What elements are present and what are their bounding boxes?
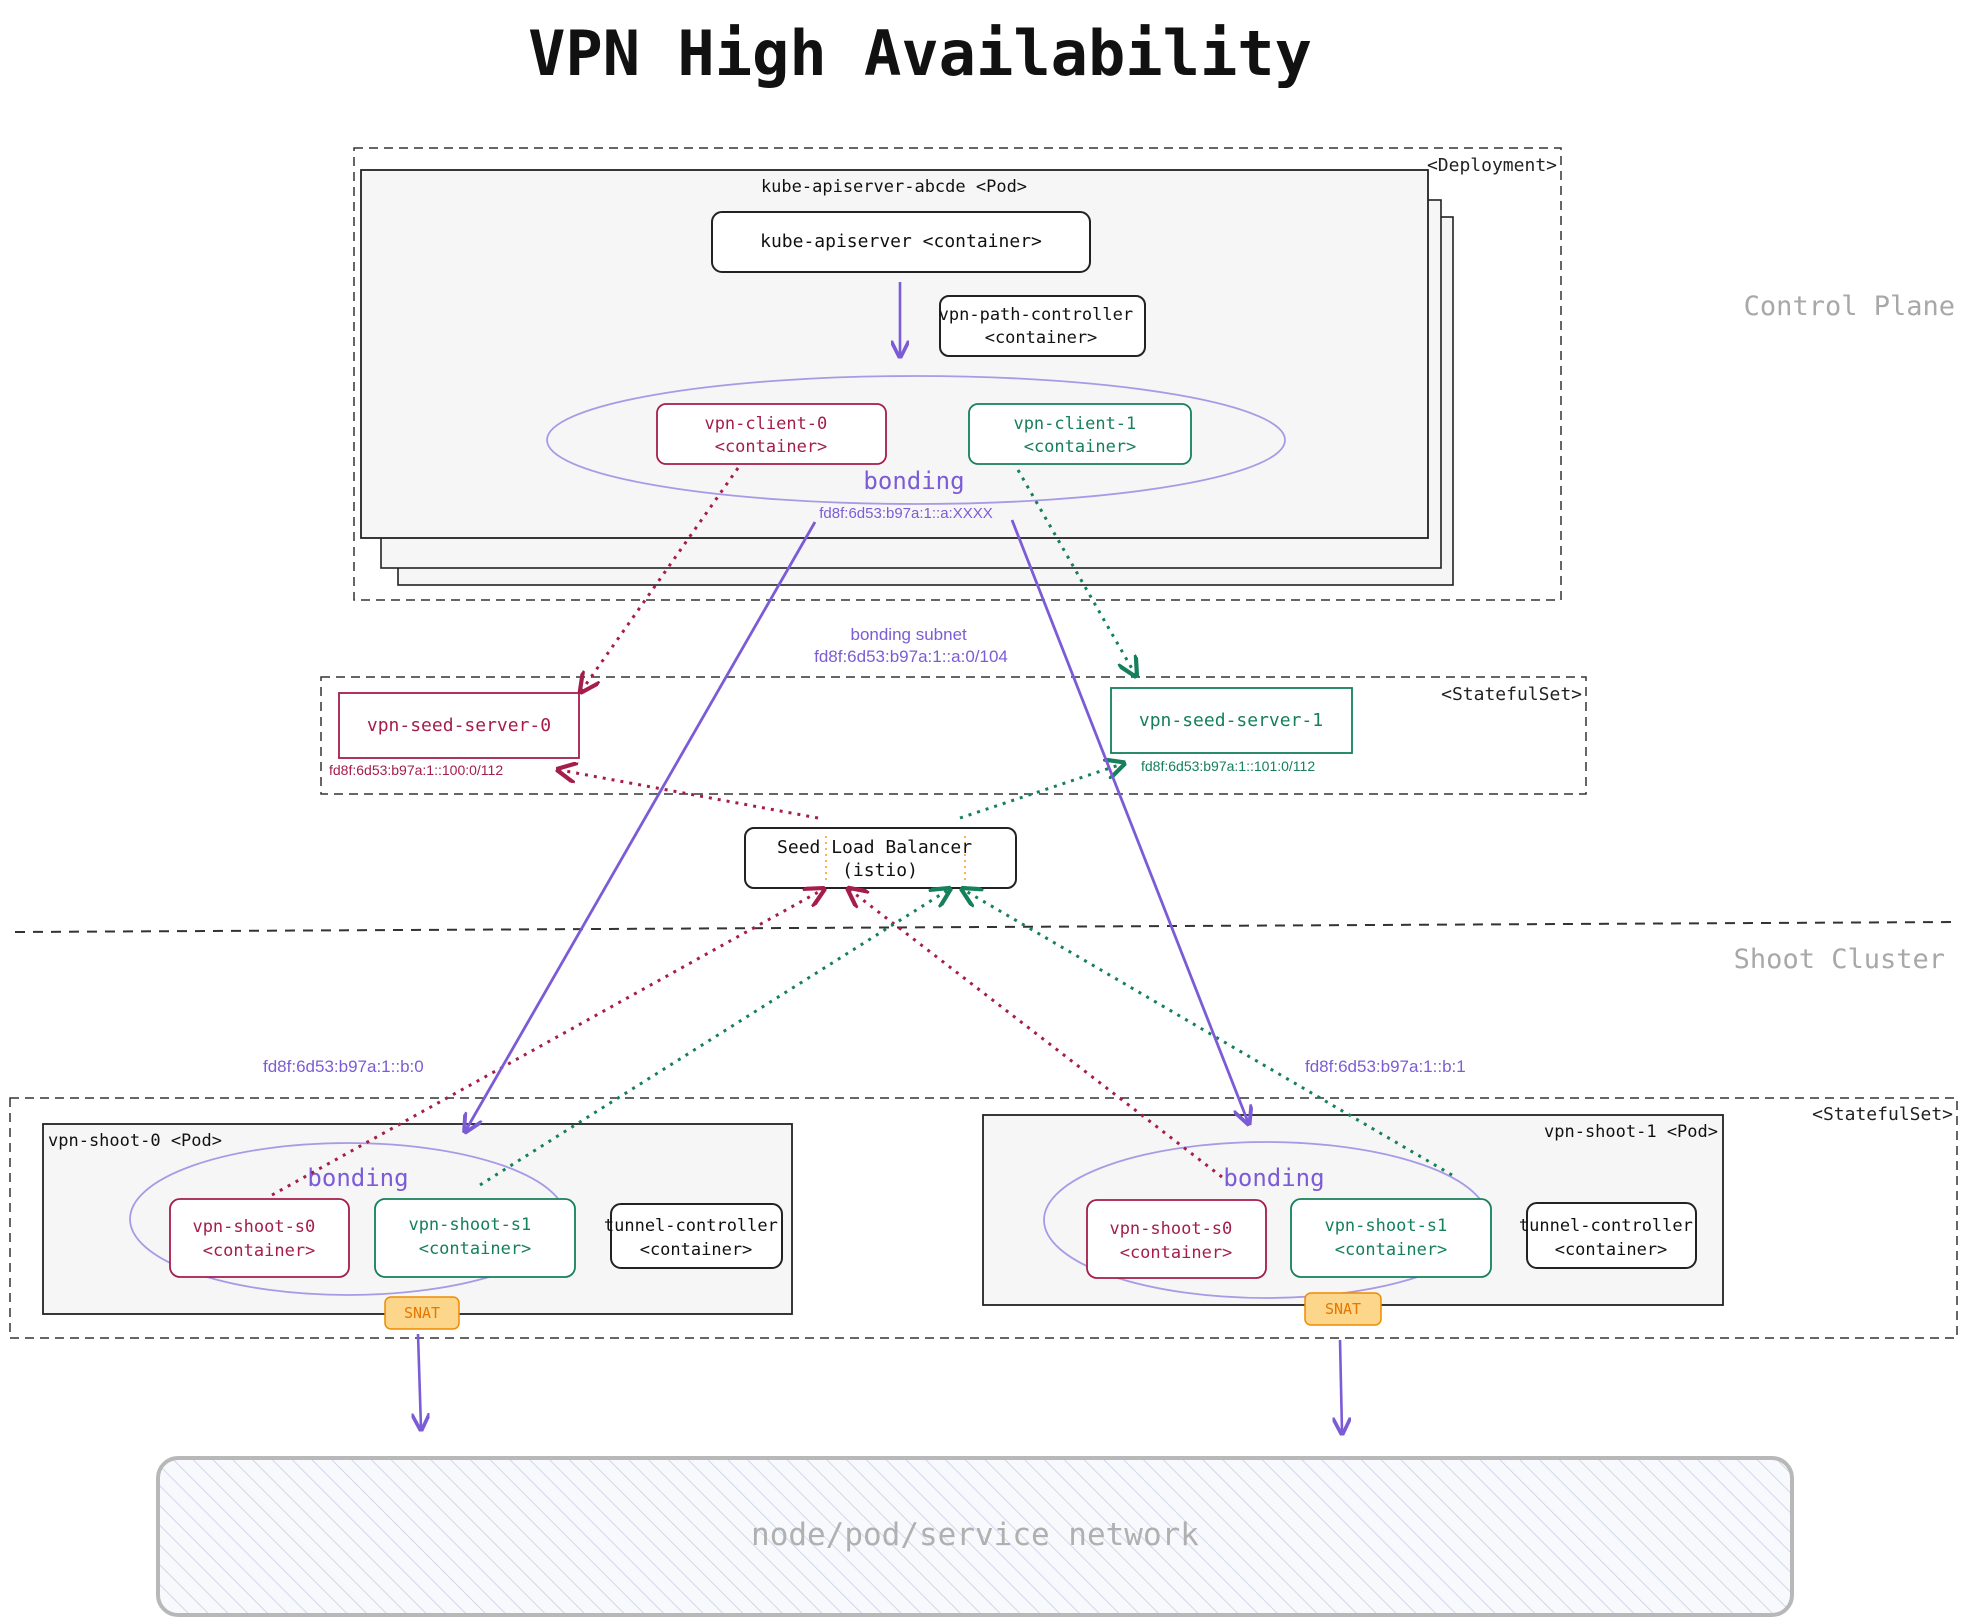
deployment-tag: <Deployment>: [1427, 155, 1557, 176]
seed-load-balancer-line2: (istio): [842, 860, 918, 881]
vpn-client-0-line1: vpn-client-0: [704, 414, 827, 434]
vpn-shoot-0-s1-container[interactable]: [374, 1198, 576, 1278]
bonding-subnet-cidr: fd8f:6d53:b97a:1::a:0/104: [814, 647, 1008, 666]
vpn-client-0-label: vpn-client-0 <container>: [704, 414, 837, 457]
seed-load-balancer[interactable]: [744, 827, 1017, 889]
vpn-shoot-0-s0-container[interactable]: [169, 1198, 350, 1278]
vpn-seed-server-1-label: vpn-seed-server-1: [1139, 710, 1323, 731]
shoot0-s1-to-lb-link: [479, 890, 948, 1187]
seed-statefulset-tag: <StatefulSet>: [1441, 684, 1582, 705]
vpn-seed-server-1-subnet: fd8f:6d53:b97a:1::101:0/112: [1141, 758, 1315, 774]
kube-apiserver-container-label: kube-apiserver <container>: [760, 231, 1042, 252]
lb-to-seed-server-1-link: [959, 764, 1122, 820]
vpn-seed-server-0-subnet: fd8f:6d53:b97a:1::100:0/112: [329, 762, 503, 778]
vpn-client-1-label: vpn-client-1 <container>: [1013, 414, 1146, 457]
vpn-shoot-0-pod-label: vpn-shoot-0 <Pod>: [48, 1131, 222, 1151]
vpn-shoot-0-tunnel-controller-line2: <container>: [640, 1240, 753, 1260]
vpn-seed-server-0-label: vpn-seed-server-0: [367, 715, 551, 736]
vpn-shoot-0-tunnel-controller-line1: tunnel-controller: [604, 1216, 778, 1236]
vpn-shoot-0-address: fd8f:6d53:b97a:1::b:0: [263, 1057, 424, 1076]
diagram-title: VPN High Availability: [528, 17, 1312, 90]
vpn-shoot-0-s0-label: vpn-shoot-s0 <container>: [192, 1217, 325, 1261]
vpn-shoot-1-address: fd8f:6d53:b97a:1::b:1: [1305, 1057, 1466, 1076]
snat-0-to-network-arrow: [418, 1333, 421, 1428]
vpn-seed-server-0[interactable]: [338, 692, 580, 759]
vpn-client-1-line2: <container>: [1024, 437, 1137, 457]
vpn-shoot-1-tunnel-controller-line1: tunnel-controller: [1519, 1216, 1693, 1236]
vpn-client-0-container[interactable]: [656, 403, 887, 465]
vpn-shoot-0-tunnel-controller-label: tunnel-controller <container>: [604, 1216, 788, 1260]
shoot-statefulset-boundary: [9, 1097, 1958, 1339]
vpn-shoot-1-s0-line2: <container>: [1120, 1243, 1233, 1263]
vpn-shoot-1-tunnel-controller[interactable]: [1526, 1202, 1697, 1269]
control-plane-bonding-label: bonding: [863, 467, 964, 495]
control-plane-bonding-ellipse: [546, 375, 1286, 505]
vpn-shoot-1-snat-label: SNAT: [1325, 1300, 1361, 1318]
vpn-seed-server-1[interactable]: [1110, 687, 1353, 754]
vpn-shoot-1-s1-container[interactable]: [1290, 1198, 1492, 1278]
seed-load-balancer-label: Seed Load Balancer (istio): [777, 837, 983, 881]
control-plane-bonding-address: fd8f:6d53:b97a:1::a:XXXX: [819, 505, 992, 522]
bonding-subnet-title: bonding subnet: [850, 625, 967, 644]
vpn-shoot-0-bonding-label: bonding: [307, 1164, 408, 1192]
vpn-shoot-1-tunnel-controller-line2: <container>: [1555, 1240, 1668, 1260]
client1-to-seed-server-1-link: [1016, 469, 1135, 674]
vpn-shoot-0-s1-line1: vpn-shoot-s1: [408, 1215, 531, 1235]
vpn-shoot-1-snat-badge: [1304, 1292, 1382, 1326]
vpn-shoot-0-s0-line2: <container>: [203, 1241, 316, 1261]
vpn-shoot-1-bonding-label: bonding: [1223, 1164, 1324, 1192]
vpn-shoot-0-s1-label: vpn-shoot-s1 <container>: [408, 1215, 541, 1259]
deployment-boundary: [353, 147, 1562, 601]
seed-load-balancer-line1: Seed Load Balancer: [777, 837, 972, 858]
region-shoot-cluster: Shoot Cluster: [1734, 944, 1945, 975]
vpn-shoot-0-snat-badge: [384, 1296, 460, 1330]
vpn-shoot-0-s0-line1: vpn-shoot-s0: [192, 1217, 315, 1237]
vpn-shoot-0-snat-label: SNAT: [404, 1304, 440, 1322]
vpn-path-controller-line1: vpn-path-controller: [939, 305, 1133, 325]
vpn-shoot-0-tunnel-controller[interactable]: [610, 1203, 783, 1269]
vpn-shoot-1-s0-line1: vpn-shoot-s0: [1109, 1219, 1232, 1239]
shoot1-s0-to-lb-link: [850, 890, 1223, 1179]
client0-to-seed-server-0-link: [582, 467, 740, 690]
snat-1-to-network-arrow: [1340, 1339, 1342, 1432]
vpn-path-controller-container[interactable]: [939, 295, 1146, 357]
shoot-statefulset-tag: <StatefulSet>: [1812, 1104, 1953, 1125]
kube-apiserver-container[interactable]: [711, 211, 1091, 273]
node-pod-service-network: [156, 1456, 1794, 1617]
bonding-subnet-label: bonding subnet fd8f:6d53:b97a:1::a:0/104: [814, 625, 1008, 666]
vpn-shoot-1-s1-line2: <container>: [1335, 1240, 1448, 1260]
vpn-shoot-1-pod-label: vpn-shoot-1 <Pod>: [1544, 1122, 1718, 1142]
vpn-shoot-1-s1-label: vpn-shoot-s1 <container>: [1324, 1216, 1457, 1260]
kube-apiserver-pod-label: kube-apiserver-abcde <Pod>: [761, 177, 1027, 197]
vpn-path-controller-line2: <container>: [985, 328, 1098, 348]
vpn-shoot-1-s0-label: vpn-shoot-s0 <container>: [1109, 1219, 1242, 1263]
network-label: node/pod/service network: [751, 1517, 1199, 1553]
lb-to-seed-server-0-link: [560, 770, 819, 820]
vpn-client-0-line2: <container>: [715, 437, 828, 457]
vpn-shoot-0-s1-line2: <container>: [419, 1239, 532, 1259]
vpn-path-controller-label: vpn-path-controller <container>: [939, 305, 1144, 348]
region-divider: [14, 921, 1956, 933]
seed-statefulset-boundary: [320, 676, 1587, 795]
region-control-plane: Control Plane: [1744, 291, 1955, 322]
vpn-shoot-1-tunnel-controller-label: tunnel-controller <container>: [1519, 1216, 1703, 1260]
shoot0-s0-to-lb-link: [271, 890, 822, 1197]
vpn-client-1-container[interactable]: [968, 403, 1192, 465]
bonding-to-shoot-1-link: [1010, 519, 1248, 1122]
bonding-to-shoot-0-link: [466, 521, 817, 1130]
vpn-shoot-1-s0-container[interactable]: [1086, 1199, 1267, 1279]
vpn-shoot-1-s1-line1: vpn-shoot-s1: [1324, 1216, 1447, 1236]
vpn-client-1-line1: vpn-client-1: [1013, 414, 1136, 434]
shoot1-s1-to-lb-link: [964, 890, 1453, 1177]
